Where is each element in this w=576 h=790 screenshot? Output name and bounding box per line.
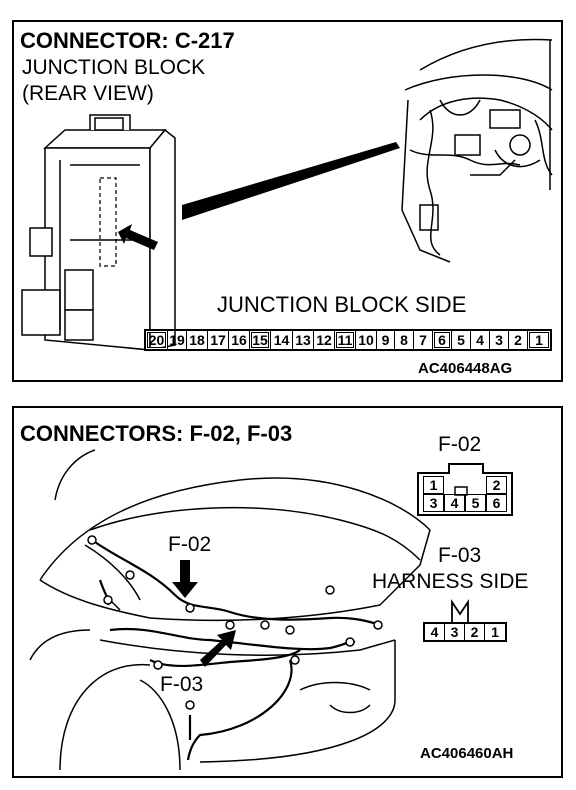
f02-pin: 2 (486, 476, 507, 494)
f02-label: F-02 (438, 433, 482, 456)
c217-pin: 17 (208, 331, 229, 349)
f03-pin: 1 (491, 624, 499, 640)
c217-pin: 10 (356, 331, 377, 349)
f02-pin: 5 (465, 494, 486, 512)
c217-pin: 9 (377, 331, 395, 349)
panel1-subtitle-line2: (REAR VIEW) (22, 82, 154, 105)
c217-pin: 5 (452, 331, 471, 349)
c217-pin: 3 (490, 331, 509, 349)
f03-pin: 3 (445, 624, 465, 640)
f03-connector-face: 4 3 2 1 (423, 622, 507, 642)
f02-pin: 4 (444, 494, 465, 512)
dashboard-illustration (401, 38, 553, 263)
f03-label: F-03 (438, 544, 482, 567)
f02-connector-face: 1 2 3 4 5 6 (423, 476, 507, 512)
c217-pin: 18 (187, 331, 208, 349)
c217-pin: 7 (414, 331, 433, 349)
c217-pin: 19 (168, 331, 187, 349)
harness-connectors (87, 535, 383, 710)
c217-pin: 13 (293, 331, 314, 349)
c217-pin: 4 (471, 331, 490, 349)
f02-pin: 6 (486, 494, 507, 512)
c217-pin: 6 (433, 331, 452, 349)
c217-connector-face: 20 19 18 17 16 15 14 13 12 11 10 9 8 7 6… (144, 329, 552, 351)
c217-pin: 2 (509, 331, 528, 349)
c217-pin: 16 (229, 331, 250, 349)
panel2-title: CONNECTORS: F-02, F-03 (20, 421, 293, 446)
f03-pin: 2 (465, 624, 485, 640)
c217-pin: 12 (314, 331, 335, 349)
car-rear-illustration (29, 449, 431, 771)
c217-pin: 14 (271, 331, 293, 349)
f03-callout: F-03 (160, 673, 204, 696)
c217-pin: 11 (335, 331, 356, 349)
harness-wiring (91, 539, 381, 761)
c217-pin: 20 (146, 331, 168, 349)
harness-side-label: HARNESS SIDE (372, 570, 529, 593)
f02-arrow-icon (172, 560, 198, 598)
c217-pin: 8 (395, 331, 414, 349)
f03-arrow-icon (200, 630, 236, 667)
f03-pin: 4 (425, 624, 445, 640)
panel1-figure-code: AC406448AG (418, 360, 513, 377)
c217-pin: 1 (528, 331, 550, 349)
junction-block-side-label: JUNCTION BLOCK SIDE (217, 292, 467, 317)
f02-pin: 1 (423, 476, 444, 494)
panel1-title: CONNECTOR: C-217 (20, 28, 235, 53)
f02-pin: 3 (423, 494, 444, 512)
zoom-wedge (182, 142, 400, 220)
f02-callout: F-02 (168, 533, 212, 556)
panel1-subtitle-line1: JUNCTION BLOCK (22, 56, 206, 79)
c217-pin: 15 (250, 331, 271, 349)
junction-block-illustration (21, 114, 176, 351)
arrow-icon (118, 224, 158, 250)
panel2-figure-code: AC406460AH (420, 745, 514, 762)
